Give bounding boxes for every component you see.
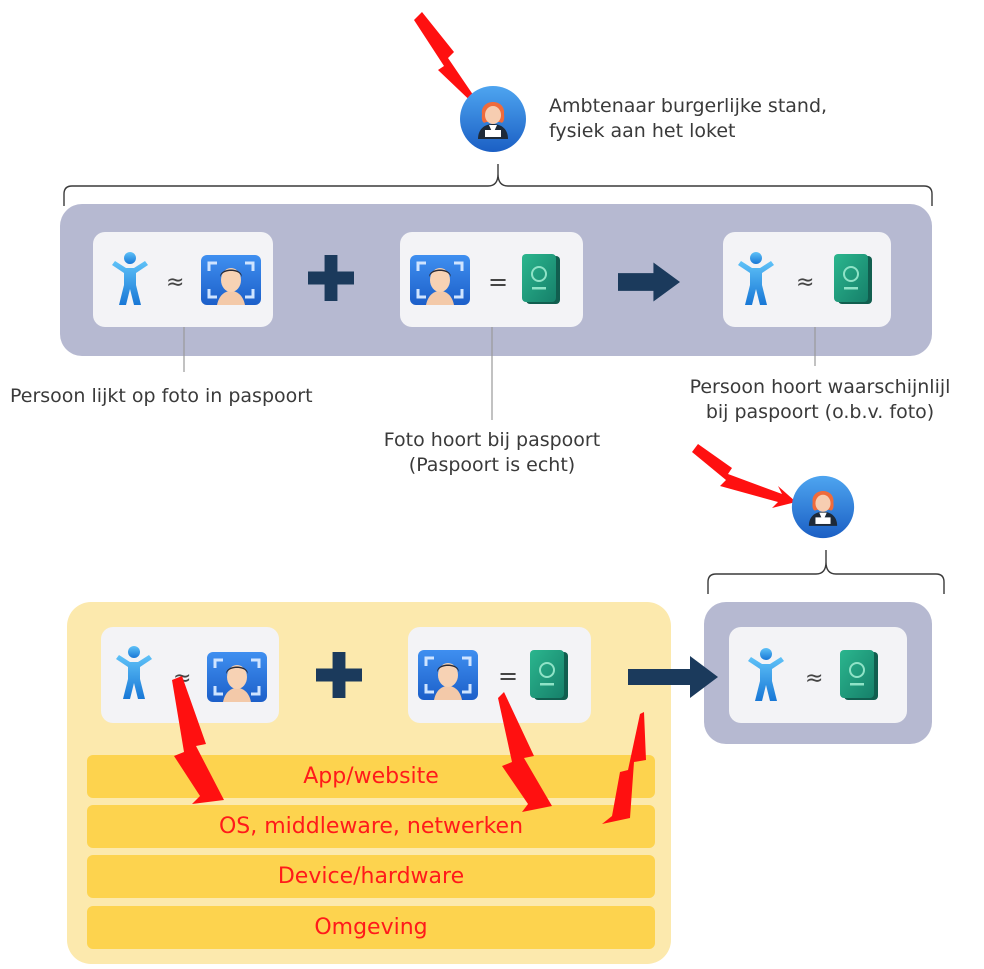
face-scan-icon <box>418 650 478 700</box>
equals-symbol: = <box>488 268 509 296</box>
label-result: Persoon hoort waarschijnlijl bij paspoor… <box>660 375 980 425</box>
label-result-line2: bij paspoort (o.b.v. foto) <box>705 401 935 423</box>
label-photo-passport-line2: (Paspoort is echt) <box>408 454 576 476</box>
passport-icon <box>840 650 880 702</box>
approx-symbol: ≈ <box>805 666 824 691</box>
lightning-bolt-icon <box>498 692 552 812</box>
equals-symbol: = <box>498 662 519 690</box>
lightning-bolt-icon <box>172 676 224 804</box>
official-label: Ambtenaar burgerlijke stand, fysiek aan … <box>549 94 827 144</box>
layer-device-hardware: Device/hardware <box>87 855 655 898</box>
approx-symbol: ≈ <box>796 270 815 295</box>
arrow-right-icon <box>628 656 718 698</box>
right-brace <box>707 550 945 594</box>
approx-symbol: ≈ <box>166 270 185 295</box>
top-brace <box>63 164 933 206</box>
label-photo-passport-line1: Foto hoort bij paspoort <box>383 429 601 451</box>
lightning-bolt-icon <box>692 444 796 508</box>
person-icon <box>114 642 154 704</box>
plus-icon <box>316 652 362 698</box>
official-label-line2: fysiek aan het loket <box>549 120 736 142</box>
official-label-line1: Ambtenaar burgerlijke stand, <box>549 95 828 117</box>
label-result-line1: Persoon hoort waarschijnlijl <box>689 376 951 398</box>
label-person-photo: Persoon lijkt op foto in paspoort <box>10 385 313 407</box>
lightning-bolt-icon <box>414 12 490 120</box>
person-icon <box>746 644 786 706</box>
official-avatar-icon <box>790 474 856 540</box>
label-photo-passport: Foto hoort bij paspoort (Paspoort is ech… <box>342 428 642 478</box>
layer-omgeving: Omgeving <box>87 906 655 949</box>
lightning-bolt-icon <box>602 712 646 824</box>
layer-os-middleware: OS, middleware, netwerken <box>87 805 655 848</box>
